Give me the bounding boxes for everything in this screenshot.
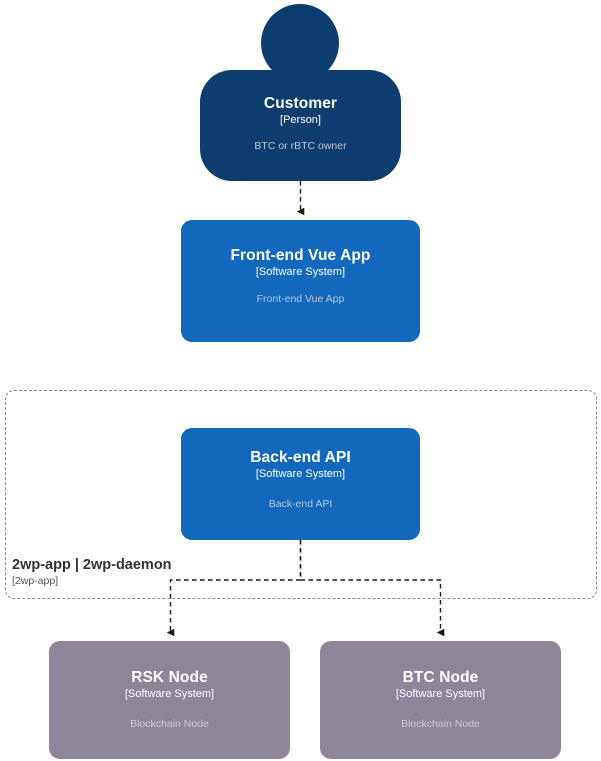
- backend-box: [181, 428, 420, 540]
- rsk-node-box: [49, 641, 290, 759]
- customer-head-icon: [261, 4, 339, 82]
- boundary-2wp-app: [5, 390, 597, 599]
- customer-body: [200, 70, 401, 181]
- frontend-box: [181, 220, 420, 342]
- btc-node-box: [320, 641, 561, 759]
